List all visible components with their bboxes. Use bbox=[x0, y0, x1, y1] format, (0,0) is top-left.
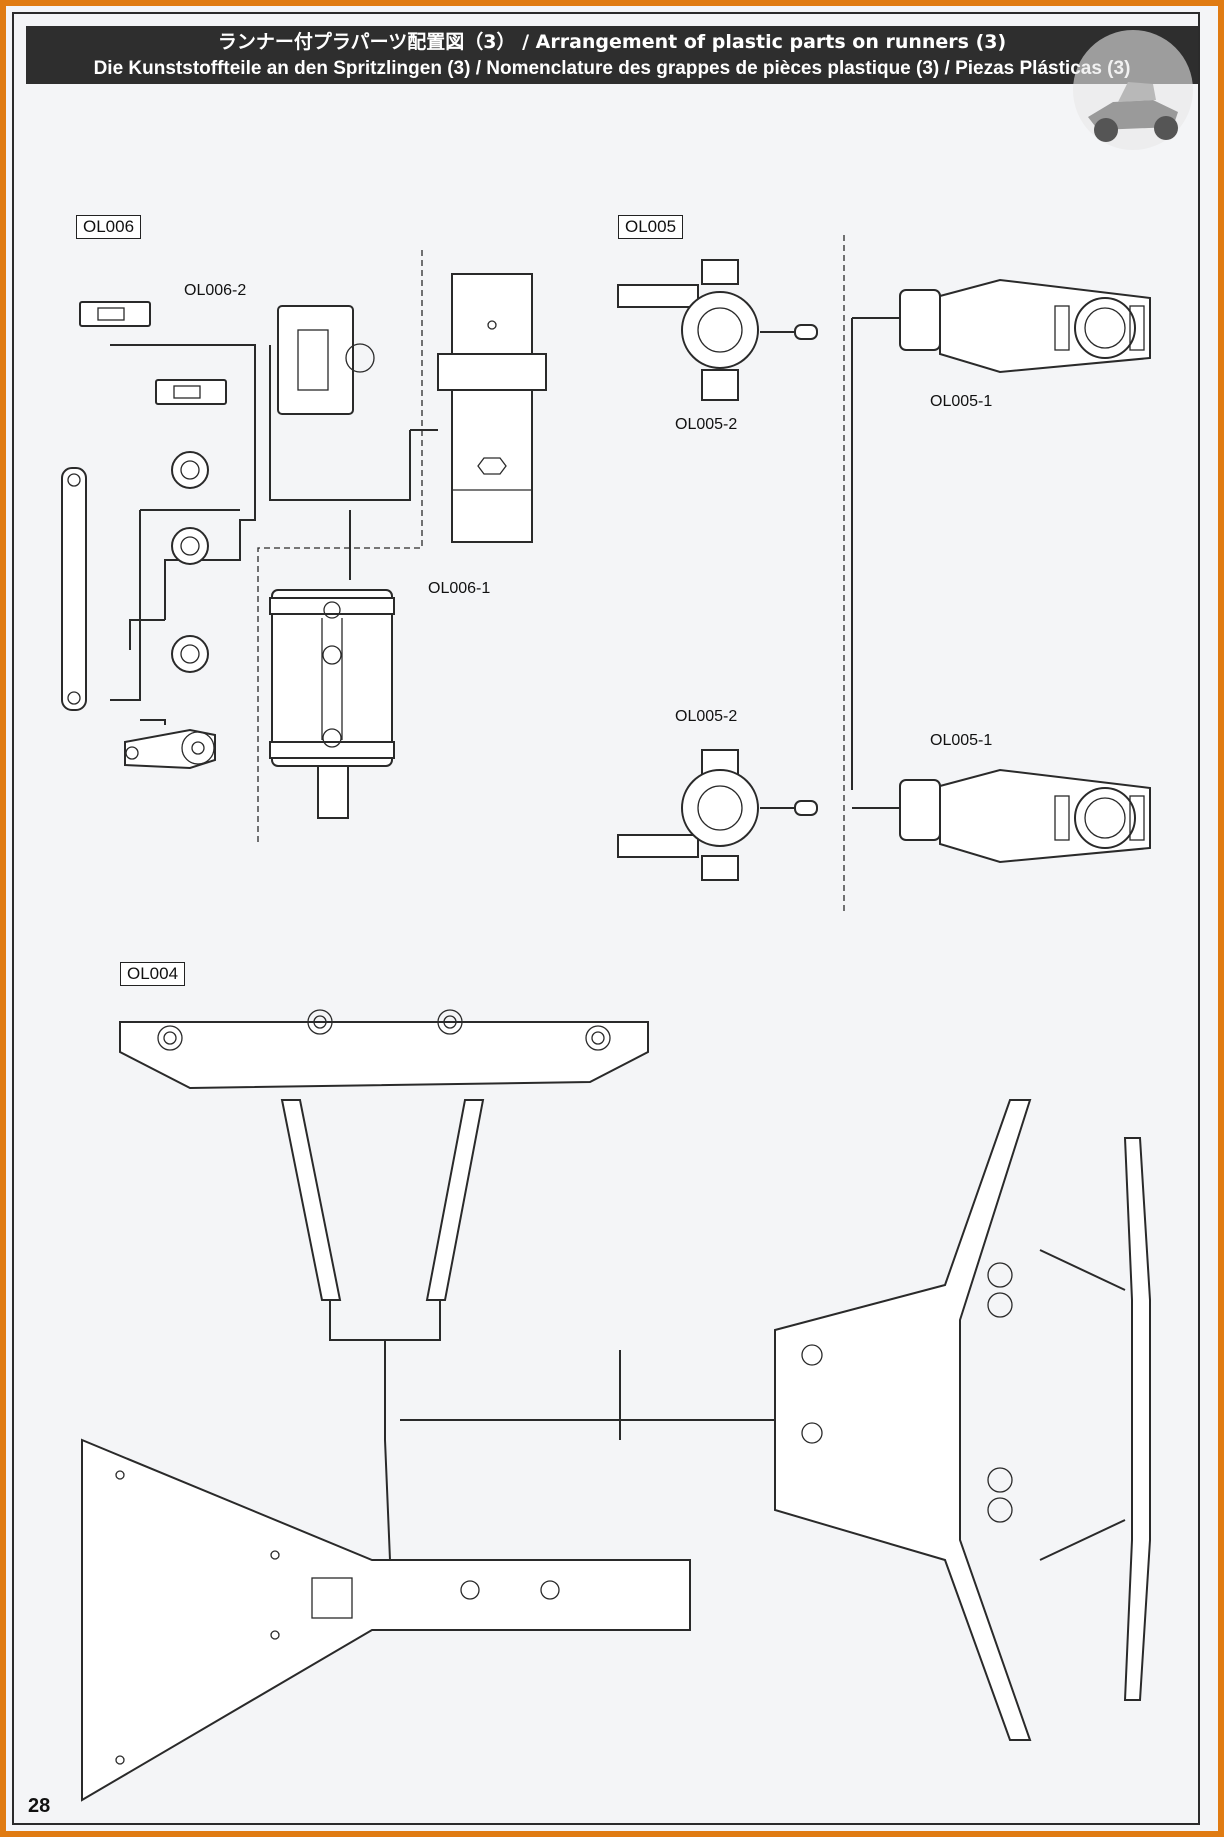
magazine-car-logo bbox=[1073, 30, 1193, 150]
ol006-runner bbox=[61, 250, 547, 845]
part-label-ol005-1-top: OL005-1 bbox=[930, 393, 993, 410]
part-label-ol006-2: OL006-2 bbox=[184, 282, 247, 299]
runner-tag-ol005: OL005 bbox=[618, 215, 684, 239]
part-label-ol005-2-top: OL005-2 bbox=[675, 416, 738, 433]
page-header: ランナー付プラパーツ配置図（3） / Arrangement of plasti… bbox=[26, 26, 1198, 84]
ol005-runner bbox=[617, 235, 1151, 912]
ol004-runner bbox=[81, 1009, 1151, 1802]
part-label-ol005-1-bottom: OL005-1 bbox=[930, 732, 993, 749]
runner-tag-ol006: OL006 bbox=[76, 215, 142, 239]
page-inner-border bbox=[12, 12, 1200, 1825]
header-title-line-2: Die Kunststoffteile an den Spritzlingen … bbox=[93, 58, 1131, 79]
header-title-line-1: ランナー付プラパーツ配置図（3） / Arrangement of plasti… bbox=[217, 31, 1007, 53]
part-label-ol005-2-bottom: OL005-2 bbox=[675, 708, 738, 725]
runner-tag-ol004: OL004 bbox=[120, 962, 186, 986]
part-label-ol006-1: OL006-1 bbox=[428, 580, 491, 597]
page-number: 28 bbox=[28, 1795, 51, 1817]
